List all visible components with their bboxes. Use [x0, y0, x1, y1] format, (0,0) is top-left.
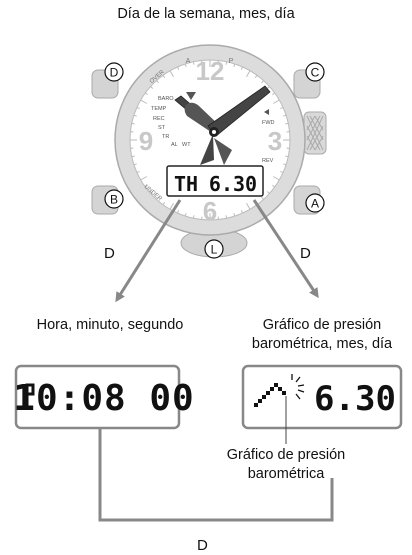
arrow-watch-to-time — [118, 200, 180, 298]
lcd-weekday: TH — [174, 172, 198, 196]
dial-tick — [193, 62, 194, 65]
button-b-label: B — [110, 193, 118, 207]
dial-label-al: AL — [171, 142, 178, 148]
pressure-screen-value: 6.30 — [314, 379, 396, 419]
dial-tick — [132, 123, 135, 124]
dial-label-baro: BARO — [158, 96, 174, 102]
dial-tick — [132, 156, 135, 157]
dial-label-st: ST — [158, 125, 166, 131]
dial-tick — [226, 215, 227, 218]
hour-mark-6: 6 — [203, 196, 217, 226]
dial-tick — [193, 215, 194, 218]
hour-mark-12: 12 — [196, 56, 225, 86]
button-d-label: D — [110, 66, 119, 80]
dial-label-rec: REC — [153, 116, 165, 122]
lcd-date: 6.30 — [209, 172, 257, 196]
dial-tick — [285, 156, 288, 157]
dial-label-temp: TEMP — [151, 106, 167, 112]
button-c-label: C — [311, 66, 320, 80]
hour-mark-3: 3 — [268, 126, 282, 156]
dial-label-fwd: FWD — [262, 120, 275, 126]
bezel-label-a: A — [186, 58, 191, 65]
time-screen: 10:08 00 — [13, 366, 194, 428]
hour-mark-9: 9 — [139, 126, 153, 156]
time-screen-value: 10:08 00 — [13, 378, 194, 419]
button-a-label: A — [311, 197, 319, 211]
button-l-label: L — [211, 243, 218, 257]
pressure-screen: 6.30 — [243, 366, 401, 444]
dial-tick — [226, 62, 227, 65]
dial-tick — [285, 123, 288, 124]
dial-label-wt: WT — [182, 142, 191, 148]
dial-label-rev: REV — [262, 158, 274, 164]
bezel-label-p: P — [229, 58, 234, 65]
dial-label-tr: TR — [162, 134, 169, 140]
watch-illustration: 12 3 6 9 A P OVER UNDER BARO TEMP REC ST… — [92, 45, 326, 258]
